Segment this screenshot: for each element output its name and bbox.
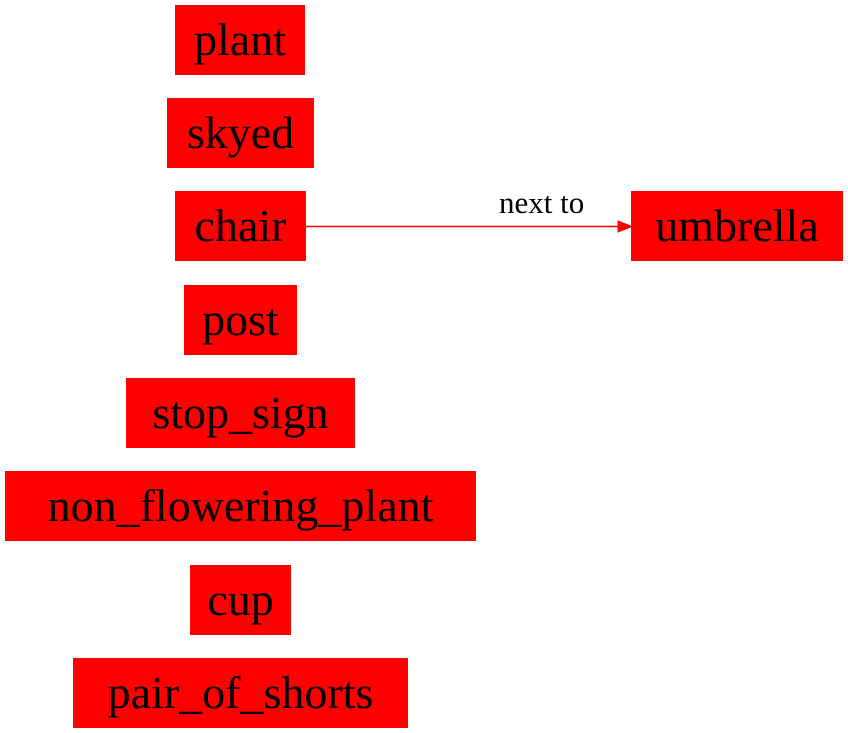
edge-chair-umbrella-arrowhead bbox=[617, 220, 634, 233]
node-skyed: skyed bbox=[167, 98, 314, 168]
node-pair-of-shorts: pair_of_shorts bbox=[73, 658, 408, 728]
node-chair: chair bbox=[175, 191, 306, 261]
node-non-flowering-plant: non_flowering_plant bbox=[5, 471, 476, 541]
node-plant: plant bbox=[175, 5, 305, 75]
edge-label-next-to: next to bbox=[499, 185, 585, 220]
node-cup: cup bbox=[190, 565, 291, 635]
node-post: post bbox=[184, 285, 297, 355]
node-umbrella: umbrella bbox=[631, 191, 843, 261]
node-stop-sign: stop_sign bbox=[126, 378, 355, 448]
